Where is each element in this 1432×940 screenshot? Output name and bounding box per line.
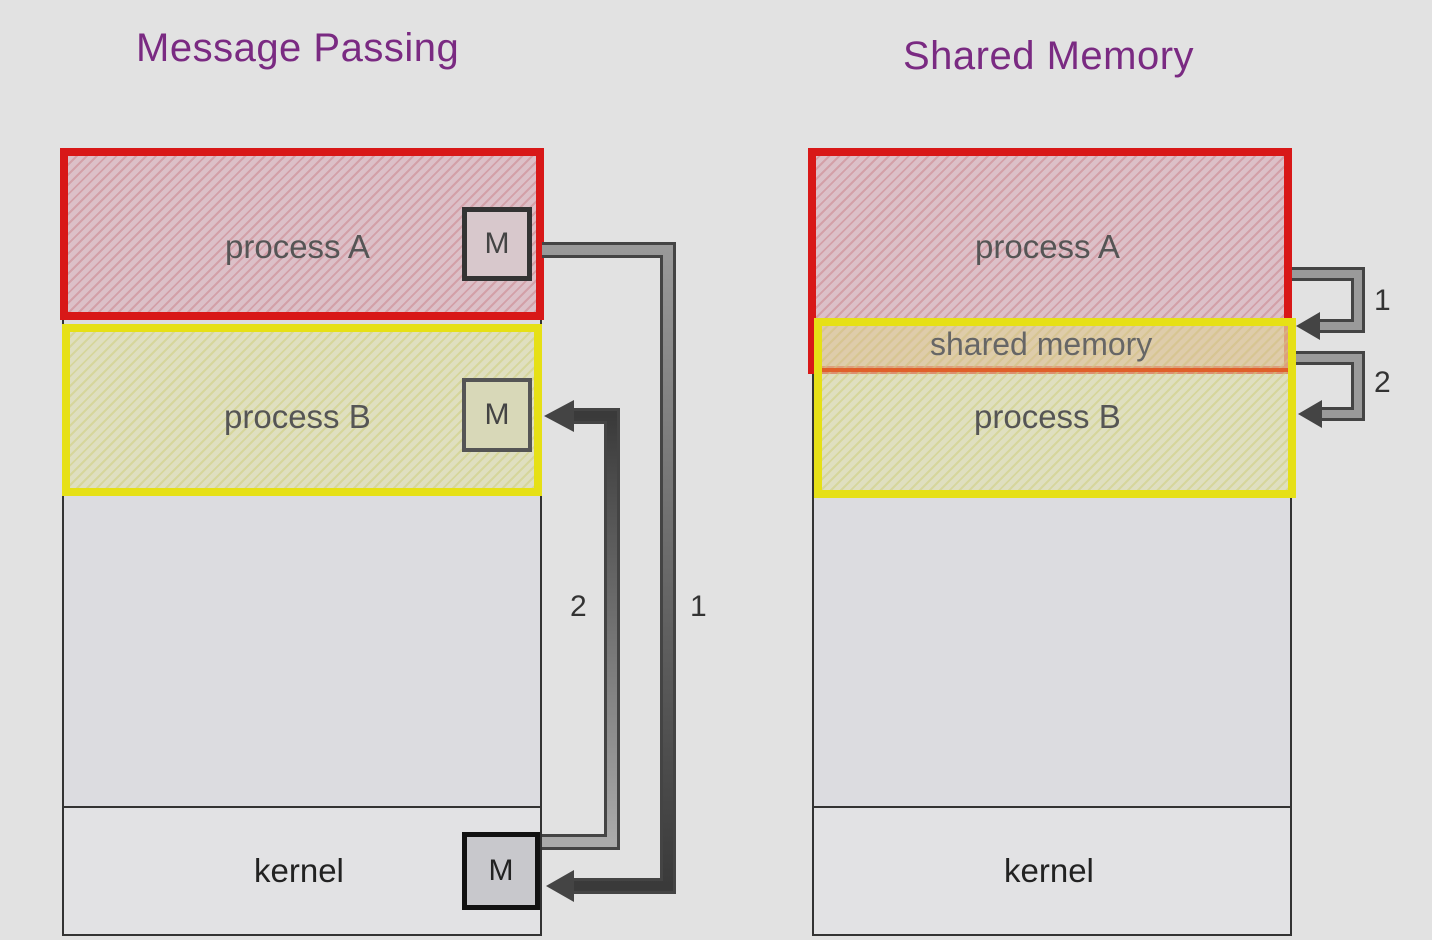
mp-arrow-2-number: 2: [570, 590, 587, 623]
mp-message-kernel: M: [462, 832, 540, 910]
sm-arrow-2-number: 2: [1374, 366, 1391, 399]
shared-memory-title: Shared Memory: [903, 34, 1195, 78]
mp-message-b-label: M: [484, 398, 510, 431]
mp-arrow-2-head: [544, 400, 574, 432]
sm-arrow-1-head: [1296, 312, 1320, 340]
sm-arrow-2: [1296, 351, 1365, 428]
mp-message-b: M: [462, 378, 532, 452]
mp-message-kernel-label: M: [488, 854, 514, 887]
sm-kernel-label: kernel: [1004, 852, 1094, 889]
sm-arrow-1: [1292, 267, 1365, 340]
mp-message-a: M: [462, 207, 532, 281]
sm-arrow-2-head: [1298, 400, 1322, 428]
sm-arrow-1-number: 1: [1374, 284, 1391, 317]
mp-arrow-1: [542, 242, 676, 902]
mp-message-a-label: M: [484, 227, 510, 260]
sm-shared-memory-region: [822, 326, 1288, 372]
sm-kernel-region: [812, 806, 1292, 936]
mp-kernel-label: kernel: [254, 852, 344, 889]
mp-process-b-label: process B: [224, 398, 371, 435]
mp-arrow-1-number: 1: [690, 590, 707, 623]
sm-shared-memory-label: shared memory: [930, 326, 1153, 362]
message-passing-title: Message Passing: [136, 26, 460, 70]
mp-arrow-2: [542, 400, 620, 850]
sm-process-b-box: [814, 318, 1296, 498]
sm-process-a-label: process A: [975, 228, 1120, 265]
mp-process-a-label: process A: [225, 228, 370, 265]
sm-process-b-label: process B: [974, 398, 1121, 435]
mp-arrow-1-head: [546, 870, 574, 902]
